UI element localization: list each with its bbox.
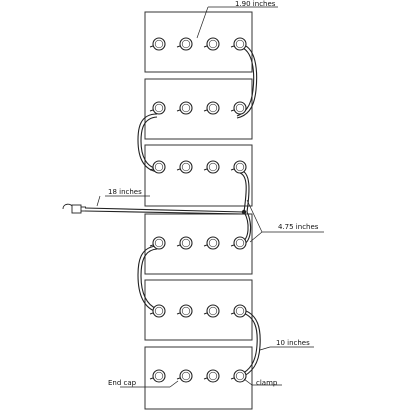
- lead-length-label: 18 inches: [108, 188, 142, 196]
- panel-gap-label: 4.75 inches: [278, 223, 319, 231]
- light-bulb-icon: [230, 160, 247, 174]
- light-bulb-icon: [230, 236, 247, 250]
- light-bulb-icon: [176, 236, 193, 250]
- labels: 1.90 inches 18 inches 4.75 inches 10 inc…: [108, 0, 319, 387]
- spacing-label: 1.90 inches: [235, 0, 276, 8]
- light-bulb-icon: [149, 160, 166, 174]
- light-bulb-icon: [230, 304, 247, 318]
- light-bulb-icon: [230, 37, 247, 51]
- light-bulb-icon: [149, 37, 166, 51]
- light-bulb-icon: [149, 304, 166, 318]
- light-bulb-icon: [230, 369, 247, 383]
- annotation-lines: [96, 6, 324, 388]
- light-cable: [84, 43, 261, 379]
- light-bulb-icon: [203, 369, 220, 383]
- light-bulb-icon: [176, 369, 193, 383]
- light-bulb-icon: [203, 304, 220, 318]
- light-bulb-icon: [176, 101, 193, 115]
- light-bulb-icon: [203, 236, 220, 250]
- light-bulb-icon: [230, 101, 247, 115]
- light-bulb-icon: [176, 160, 193, 174]
- light-bulb-icon: [149, 101, 166, 115]
- light-bulb-icon: [203, 101, 220, 115]
- light-bulb-icon: [176, 37, 193, 51]
- plug-icon: [62, 203, 247, 215]
- light-bulb-icon: [203, 37, 220, 51]
- panel-3: [144, 144, 253, 207]
- clamp-label: clamp: [256, 379, 278, 387]
- light-bulb-icon: [149, 369, 166, 383]
- light-bulb-icon: [149, 236, 166, 250]
- tail-length-label: 10 inches: [276, 339, 310, 347]
- light-bulb-icon: [176, 304, 193, 318]
- light-bulb-icon: [203, 160, 220, 174]
- lights: [149, 37, 247, 383]
- end-cap-label: End cap: [108, 379, 137, 387]
